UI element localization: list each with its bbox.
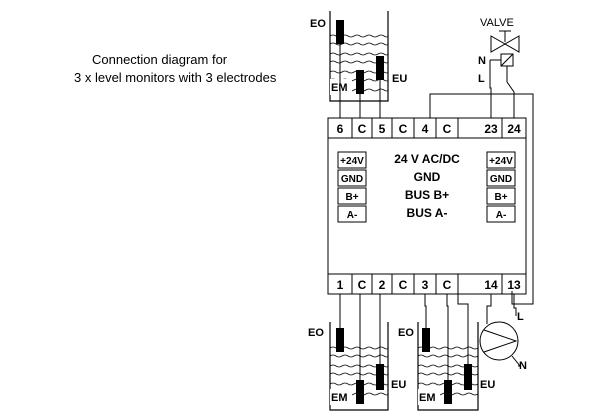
badge-24v-left-text: +24V [340,156,364,167]
top-level-monitor: EO EM EU [310,11,407,118]
em-label-bg [418,389,440,405]
bottom-terminal-2: 2 [379,278,386,292]
top-terminal-6: 6 [337,122,344,136]
electrode-eo [422,328,430,352]
eu-label: EU [480,379,495,391]
bottom-terminal-c: C [358,278,367,292]
caption-line-2: 3 x level monitors with 3 electrodes [74,70,277,85]
wire-4-to-13 [429,93,534,305]
eu-label: EU [391,379,406,391]
badge-24v-right-text: +24V [489,156,513,167]
electrode-eu [464,364,472,390]
bottom-terminal-13: 13 [507,278,521,292]
electrode-eu [376,364,384,390]
badge-gnd-left-text: GND [341,174,363,185]
badge-gnd-left [337,169,367,187]
valve-label: VALVE [480,17,514,29]
wire-13-to-l [513,294,517,316]
supply-label: 24 V AC/DC [394,152,460,166]
electrode-eo [336,328,344,352]
badge-24v-left [337,151,367,169]
pump-circle [479,321,519,361]
caption-line-1: Connection diagram for [92,52,228,67]
badge-a-left [337,205,367,223]
em-label-bg [330,389,352,405]
bus-a-label: BUS A- [407,206,448,220]
pump-assembly: L N [479,294,527,372]
eo-label: EO [308,327,324,339]
wire-to-eu [457,294,469,364]
em-label-bg [330,79,352,95]
bottom-terminal-1: 1 [337,278,344,292]
badge-a-right [486,205,516,223]
top-terminal-c: C [399,122,408,136]
wire-n-to-23 [489,60,492,118]
wire-c-to-em [446,294,449,380]
bottom-terminal-c: C [443,278,452,292]
valve-assembly: VALVE N L [478,17,520,118]
top-terminal-5: 5 [379,122,386,136]
eu-label: EU [392,73,407,85]
badge-b-left [337,187,367,205]
controller-module: 6 C 5 C 4 C 23 24 24 V AC/DC GND BUS B+ … [327,117,527,295]
bottom-left-level-monitor: EO EM EU [308,294,406,411]
wire-3-to-eo [424,294,427,328]
em-label: EM [419,392,436,404]
eo-label: EO [310,18,326,30]
top-terminal-c: C [358,122,367,136]
em-label: EM [331,82,348,94]
pump-n-lead [511,355,522,367]
badge-gnd-right [486,169,516,187]
badge-24v-right [486,151,516,169]
bus-b-label: BUS B+ [405,188,449,202]
badge-a-right-text: A- [496,210,507,221]
wire-14-to-pump [486,294,492,324]
liquid-wave [329,354,389,358]
electrode-eu [376,56,384,80]
pump-symbol [483,329,518,353]
valve-coil-mark [500,53,514,67]
top-terminal-4: 4 [422,122,429,136]
em-label: EM [331,392,348,404]
badge-b-right-text: B+ [494,192,507,203]
bottom-terminal-3: 3 [422,278,429,292]
electrode-em [356,380,364,404]
badge-b-right [486,187,516,205]
top-terminal-c: C [443,122,452,136]
badge-b-left-text: B+ [345,192,358,203]
gnd-label: GND [414,170,441,184]
bottom-terminal-strip [327,273,527,295]
electrode-eo [336,20,344,44]
eo-label: EO [398,327,414,339]
bottom-terminal-c: C [399,278,408,292]
bottom-middle-level-monitor: EO EM EU [398,294,495,411]
pump-l-label: L [517,311,524,323]
tank-outline [329,11,389,102]
badge-gnd-right-text: GND [490,174,512,185]
valve-body-left [490,35,507,53]
electrode-em [444,380,452,404]
top-terminal-24: 24 [507,122,521,136]
valve-l-label: L [478,73,485,85]
valve-body-right [503,35,520,53]
bottom-terminal-14: 14 [484,278,498,292]
wire-l-to-24 [506,81,515,118]
electrode-em [356,70,364,94]
top-terminal-23: 23 [484,122,498,136]
valve-n-label: N [478,55,486,67]
badge-a-left-text: A- [347,210,358,221]
pump-n-label: N [519,360,527,372]
liquid-wave [329,52,389,56]
